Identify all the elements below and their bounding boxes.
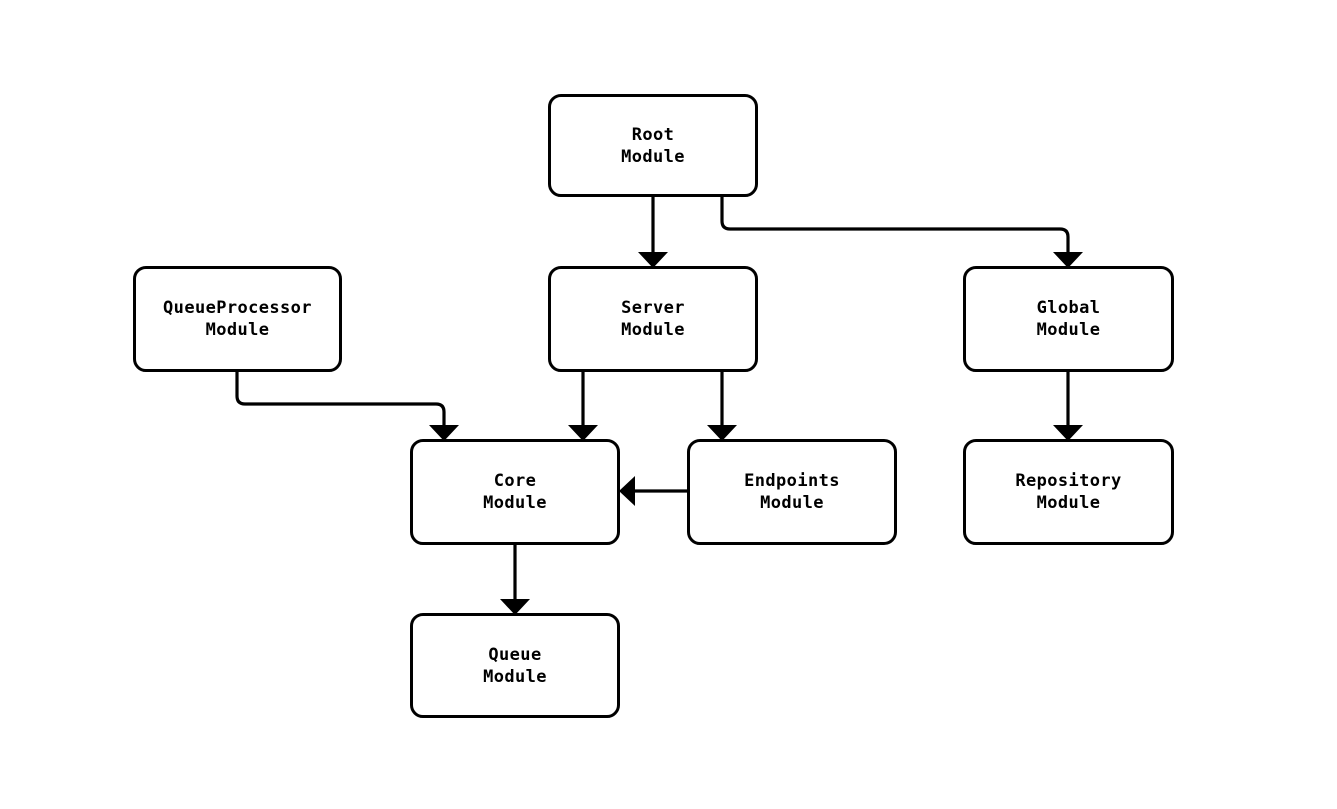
edge-endpoints-to-core-arrowhead: [619, 476, 635, 506]
edge-endpoints-to-core: [619, 476, 687, 506]
edge-root-to-global: [720, 197, 1083, 268]
node-endpoints-module-label-line1: Endpoints: [744, 471, 840, 491]
edge-server-to-endpoints: [707, 372, 737, 441]
edge-global-to-repository-arrowhead: [1053, 425, 1083, 441]
node-global-module-label-line2: Module: [1036, 320, 1101, 340]
node-root-module[interactable]: Root Module: [548, 94, 758, 197]
node-core-module[interactable]: Core Module: [410, 439, 620, 545]
node-root-module-label-line2: Module: [621, 146, 685, 167]
node-repository-module-label-line2: Module: [1036, 493, 1101, 513]
edge-global-to-repository: [1053, 372, 1083, 441]
node-server-module-label-line2: Module: [621, 320, 685, 340]
node-root-module-label-line1: Root: [631, 124, 675, 145]
edge-server-to-core: [568, 372, 598, 441]
edge-queueprocessor-to-core-arrowhead: [429, 425, 459, 441]
edge-core-to-queue: [500, 545, 530, 615]
node-queue-module[interactable]: Queue Module: [410, 613, 620, 718]
node-repository-module[interactable]: Repository Module: [963, 439, 1174, 545]
edge-queueprocessor-to-core-line: [235, 372, 446, 425]
node-server-module-label-line1: Server: [621, 298, 685, 318]
node-queueprocessor-module[interactable]: QueueProcessor Module: [133, 266, 342, 372]
edge-root-to-global-line: [720, 197, 1070, 252]
edge-server-to-endpoints-arrowhead: [707, 425, 737, 441]
node-server-module[interactable]: Server Module: [548, 266, 758, 372]
edge-queueprocessor-to-core: [235, 372, 459, 441]
node-queueprocessor-module-label-line1: QueueProcessor: [163, 298, 312, 318]
node-queue-module-label-line1: Queue: [488, 644, 542, 665]
node-repository-module-label-line1: Repository: [1015, 471, 1122, 491]
node-queue-module-label-line2: Module: [483, 666, 547, 687]
node-global-module-label-line1: Global: [1036, 298, 1101, 318]
node-core-module-label-line1: Core: [493, 471, 537, 491]
edge-root-to-server-arrowhead: [638, 252, 668, 268]
node-queueprocessor-module-label-line2: Module: [205, 320, 270, 340]
node-core-module-label-line2: Module: [483, 493, 547, 513]
node-endpoints-module-label-line2: Module: [760, 493, 824, 513]
edge-core-to-queue-arrowhead: [500, 599, 530, 615]
edge-root-to-server: [638, 197, 668, 268]
node-endpoints-module[interactable]: Endpoints Module: [687, 439, 897, 545]
node-global-module[interactable]: Global Module: [963, 266, 1174, 372]
edge-root-to-global-arrowhead: [1053, 252, 1083, 268]
edge-server-to-core-arrowhead: [568, 425, 598, 441]
